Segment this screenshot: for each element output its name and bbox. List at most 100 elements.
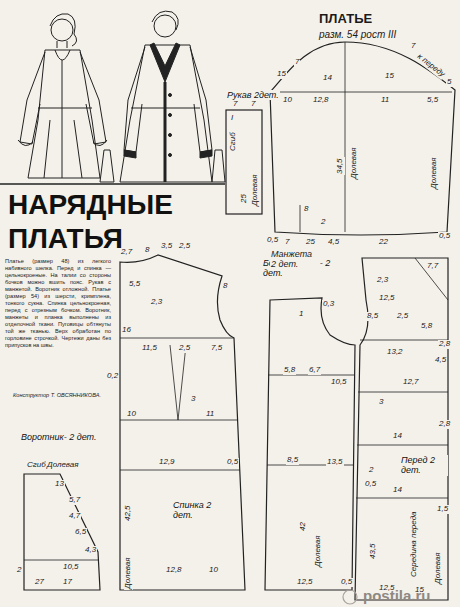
dimension-label: 2,3 <box>376 276 389 285</box>
dimension-label: к переду <box>415 52 447 80</box>
dimension-label: 2,5 <box>178 344 191 353</box>
dimension-label: 8,5 <box>286 456 299 465</box>
dimension-label: 0,5 <box>226 458 239 467</box>
dimension-label: 2,3 <box>150 298 163 307</box>
dimension-label: 1 <box>298 310 304 319</box>
dimension-label: 8 <box>144 246 150 255</box>
dimension-label: 0,2 <box>106 372 119 381</box>
dimension-label: ПЛАТЬЕ <box>318 12 373 26</box>
dimension-label: 6,5 <box>74 528 87 537</box>
dimension-label: 3,5 <box>160 242 173 251</box>
dimension-label: 1,5 <box>436 505 449 514</box>
pattern-piece: Воротник- 2 дет. <box>18 430 103 595</box>
dimension-label: 4,5 <box>434 356 447 365</box>
dimension-label: 12,7 <box>402 378 420 387</box>
dimension-label: 43,5 <box>369 542 378 560</box>
dimension-label: 13,5 <box>326 458 344 467</box>
dimension-label: 10 <box>282 96 293 105</box>
dimension-label: 7 <box>284 238 290 247</box>
dimension-label: 12,5 <box>296 578 314 587</box>
dimension-label: 0,5 <box>266 236 279 245</box>
dimension-label: Середина переда <box>410 510 419 578</box>
dimension-label: 11,5 <box>141 344 158 353</box>
fashion-illustration <box>18 11 225 182</box>
dimension-label: 7 <box>232 100 238 109</box>
dimension-label: 2,7 <box>120 248 133 257</box>
dimension-label: Сгиб <box>229 131 238 152</box>
dimension-label: Долевая <box>430 156 439 190</box>
dimension-label: 3 <box>190 395 196 404</box>
side-front-outline <box>265 298 355 590</box>
dimension-label: 7 <box>410 42 416 51</box>
dimension-label: 2,8 <box>438 420 451 429</box>
dimension-label: 0,5 <box>438 232 451 241</box>
dimension-label: 12,9 <box>158 458 176 467</box>
dimension-label: 7,5 <box>210 344 223 353</box>
dimension-label: 42 <box>299 521 308 532</box>
dimension-label: 14 <box>392 486 403 495</box>
watermark: postila.ru <box>362 588 432 605</box>
dimension-label: 12,5 <box>378 294 396 303</box>
note-text: Платье (размер 48) из легкого набивного … <box>4 258 112 349</box>
dimension-label: 25 <box>240 193 249 204</box>
dimension-label: 14 <box>322 74 333 83</box>
dimension-label: 11 <box>205 410 215 419</box>
dimension-label: Сгиб <box>26 461 47 470</box>
dimension-label: Конструктор Т. ОВСЯННИКОВА. <box>12 392 102 398</box>
dimension-label: 11 <box>380 96 390 105</box>
piece-name: Рукав 2дет. <box>226 90 280 100</box>
dimension-label: 5,7 <box>68 496 81 505</box>
sleeve-rectangle <box>226 110 262 214</box>
piece-name: Воротник- 2 дет. <box>20 432 98 442</box>
dimension-label: 2 <box>16 566 22 575</box>
dimension-label: Долевая <box>350 146 359 180</box>
dimension-label: 16 <box>121 326 132 335</box>
back-outline <box>120 255 245 590</box>
watermark-icon <box>343 590 357 604</box>
dimension-label: 0,5 <box>364 480 377 489</box>
dimension-label: 13,2 <box>386 348 404 357</box>
dimension-label: Долевая <box>124 556 133 590</box>
dimension-label: 25 <box>305 238 316 247</box>
dimension-label: 10 <box>126 410 137 419</box>
dimension-label: 5,5 <box>426 96 439 105</box>
dimension-label: разм. 54 рост III <box>318 29 397 40</box>
dimension-label: 5,5 <box>128 280 141 289</box>
dimension-label: 3 <box>378 398 384 407</box>
dimension-label: Долевая <box>46 461 80 470</box>
dimension-label: 13 <box>54 480 65 489</box>
dimension-label: 8,5 <box>366 312 379 321</box>
pattern-piece: Бочок переда- 2 дет. <box>260 256 358 594</box>
dimension-label: 10,5 <box>62 563 80 572</box>
dimension-label: 2,8 <box>438 340 451 349</box>
dimension-label: 15 <box>276 70 287 79</box>
dimension-label: 10 <box>208 566 219 575</box>
sleeve-outline <box>270 42 455 235</box>
dimension-label: 0,5 <box>340 578 353 587</box>
dimension-label: 2 <box>320 218 326 227</box>
dimension-label: 7 <box>294 58 300 67</box>
dimension-label: 2,5 <box>178 242 191 251</box>
dimension-label: 27 <box>34 578 45 587</box>
piece-name: Спинка 2 дет. <box>172 500 222 521</box>
dimension-label: 2,5 <box>396 312 409 321</box>
dimension-label: 6,7 <box>308 366 321 375</box>
dimension-label: 4,5 <box>327 238 340 247</box>
dimension-label: Долевая <box>314 534 323 568</box>
dimension-label: 0,3 <box>322 300 335 309</box>
dimension-label: 4,7 <box>68 512 81 521</box>
dimension-label: 22 <box>378 238 389 247</box>
dimension-label: 12,8 <box>165 566 183 575</box>
dimension-label: 17 <box>62 578 73 587</box>
dimension-label: 7 <box>250 100 256 109</box>
pattern-piece: Спинка 2 дет. <box>115 250 250 595</box>
dimension-label: Манжета 2 дет. <box>270 250 320 270</box>
dimension-label: Долевая <box>251 173 260 207</box>
dimension-label: 10,5 <box>330 378 348 387</box>
dimension-label: 8 <box>222 282 228 291</box>
dimension-label: I <box>230 114 234 123</box>
dimension-label: 7,7 <box>426 262 439 271</box>
dimension-label: 5,8 <box>420 322 433 331</box>
dimension-label: 5 <box>446 78 452 87</box>
